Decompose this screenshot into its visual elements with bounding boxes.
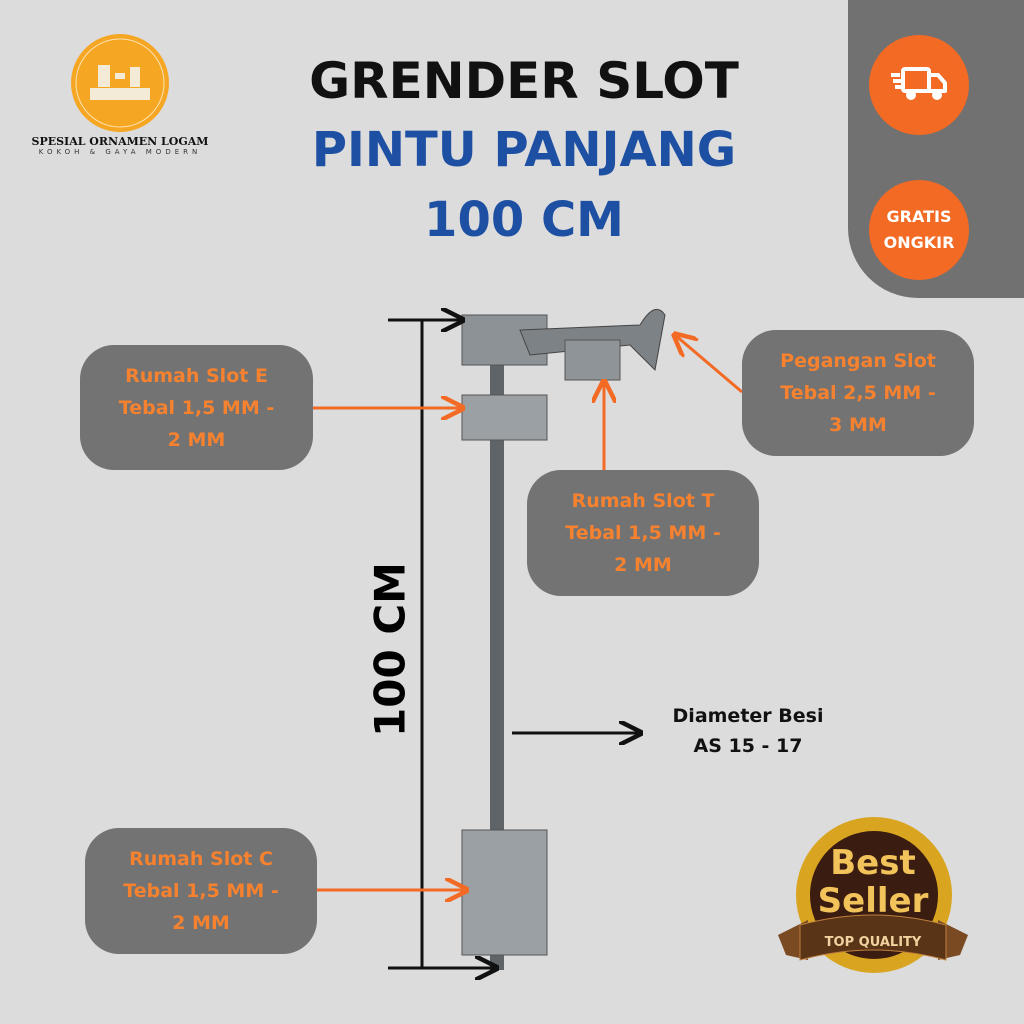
callout-text: Pegangan Slot <box>780 350 936 372</box>
callout-rumah-slot-t: Rumah Slot T Tebal 1,5 MM - 2 MM <box>527 470 759 596</box>
title-line-1: GRENDER SLOT <box>309 52 739 110</box>
callout-text: Rumah Slot T <box>571 490 715 512</box>
callout-text: 2 MM <box>172 912 230 934</box>
callout-text: Diameter Besi <box>672 705 824 727</box>
callout-text: Tebal 1,5 MM - <box>123 880 279 902</box>
seal-ribbon-text: TOP QUALITY <box>824 935 922 950</box>
callout-text: Tebal 1,5 MM - <box>118 396 275 419</box>
callout-text: 2 MM <box>167 428 226 451</box>
free-shipping-badge: GRATIS ONGKIR <box>869 180 969 280</box>
callout-text: Rumah Slot E <box>125 364 268 387</box>
brand-name: SPESIAL ORNAMEN LOGAM <box>31 135 209 148</box>
callout-text: 2 MM <box>614 554 672 576</box>
callout-text: 3 MM <box>829 414 887 436</box>
brand-tagline: KOKOH & GAYA MODERN <box>38 148 202 156</box>
badge-text: GRATIS <box>886 207 952 226</box>
callout-text: Rumah Slot C <box>129 848 273 870</box>
title-line-3: 100 CM <box>424 192 624 248</box>
dimension-label: 100 CM <box>365 562 415 737</box>
callout-rumah-slot-e: Rumah Slot E Tebal 1,5 MM - 2 MM <box>80 345 313 470</box>
diameter-label: Diameter Besi AS 15 - 17 <box>648 701 848 761</box>
best-seller-seal: Best Seller TOP QUALITY <box>778 815 968 985</box>
seal-text: Best <box>830 843 916 883</box>
delivery-truck-icon <box>869 35 969 135</box>
callout-text: Tebal 1,5 MM - <box>565 522 721 544</box>
callout-text: Tebal 2,5 MM - <box>780 382 936 404</box>
slot-bolt-product <box>461 308 666 970</box>
badge-text: ONGKIR <box>883 233 955 252</box>
callout-text: AS 15 - 17 <box>693 735 803 757</box>
seal-text: Seller <box>817 881 929 921</box>
brand-logo: SPESIAL ORNAMEN LOGAM KOKOH & GAYA MODER… <box>30 30 210 156</box>
lathe-logo-icon <box>71 34 169 132</box>
callout-rumah-slot-c: Rumah Slot C Tebal 1,5 MM - 2 MM <box>85 828 317 954</box>
title-line-2: PINTU PANJANG <box>311 122 737 178</box>
